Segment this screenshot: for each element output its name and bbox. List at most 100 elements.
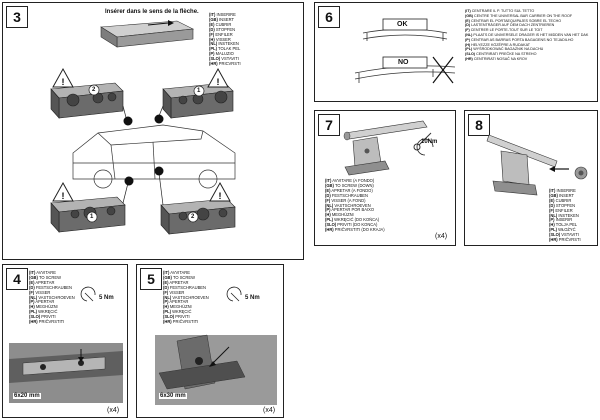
legend-line: (GB) INSERT [549, 192, 574, 198]
legend-line: (H) MEGHÚZNI [163, 304, 192, 310]
torque-label: 5 Nm [245, 295, 260, 301]
step-number: 4 [6, 268, 28, 290]
legend-line: (HR) PRICVRSTI [209, 61, 241, 67]
language-legend: (IT) INSERIRE (GB) INSERT (E) CUBRIR (D)… [209, 12, 241, 67]
quantity-label: (x4) [107, 407, 120, 414]
roof-foot [492, 150, 538, 196]
callout-number: 2 [92, 87, 96, 93]
svg-text:!: ! [219, 191, 222, 201]
svg-text:!: ! [217, 77, 220, 87]
torque-label: 5 Nm [99, 295, 114, 301]
legend-line: (PL) WKRĘCIĆ [163, 309, 192, 315]
torque-wrench-icon [80, 286, 96, 302]
legend-line: (GB) TO SCREW [163, 274, 195, 280]
step-number: 3 [6, 6, 28, 28]
legend-line: (HR) PRIČVRSTITI [29, 319, 65, 325]
legend-line: (F) VISSER [163, 289, 185, 295]
legend-line: (HR) PRIČVRSTI [549, 237, 581, 243]
legend-line: (HR) PRIČVRSTITI (DO KRAJA) [325, 227, 385, 233]
legend-line: (F) CENTRER LE PORTE-TOUT SUR LE TOIT [465, 28, 543, 33]
foot-front-right [162, 82, 234, 119]
legend-line: (PL) WYŚRODKOWAĆ BAGAŻNIK NA DACHU [465, 47, 544, 52]
legend-line: (E) CENTRAR EL PORTAEQUIPAJES SOBRE EL T… [465, 18, 562, 23]
legend-line: (P) APERTAR POR BAIXO [325, 207, 375, 213]
legend-line: (E) APRETAR [29, 279, 55, 285]
legend-line: (P) APERTAR [163, 299, 189, 305]
legend-line: (P) CENTRAR AS BARRAS PORTA BAGAGENS NO … [465, 37, 574, 42]
legend-line: (HR) CENTRIRATI NOSAČ NA KROV [465, 56, 528, 61]
insert-caption: Insérer dans le sens de la flèche. [105, 9, 199, 15]
legend-line: (D) FESTSCHRAUBEN [325, 192, 368, 198]
legend-line: (GB) CENTRE THE UNIVERSAL BAR CARRIER ON… [465, 13, 573, 18]
foot-front-left [50, 82, 124, 119]
legend-line: (E) CUBRIR [209, 21, 232, 27]
legend-line: (P) MALUZIO [209, 51, 234, 57]
step-number: 6 [318, 6, 340, 28]
step-number: 7 [318, 114, 340, 136]
legend-line: (IT) AVVITARE [29, 270, 56, 275]
language-legend: (IT) INSERIRE (GB) INSERT (E) CUBRIR (D)… [549, 188, 581, 243]
legend-line: (H) TOLJA PEL [549, 222, 578, 228]
language-legend: (IT) AVVITARE (GB) TO SCREW (E) APRETAR … [163, 270, 209, 325]
step-4-panel: 4 (IT) AVVITARE (GB) TO SCREW (E) APRETA… [2, 264, 128, 418]
screw-size-label: 6x30 mm [159, 393, 187, 399]
quantity-label: (x4) [435, 233, 448, 240]
legend-line: (D) LASTENTRÄGER AUF DEM DACH ZENTRIEREN [465, 23, 555, 28]
callout-number: 1 [197, 88, 201, 94]
torque-wrench-icon [226, 286, 242, 302]
legend-line: (NL) VASTSCHROEVEN [163, 294, 209, 300]
warning-icon [52, 67, 231, 202]
legend-line: (SLO) VSTAVITI [549, 232, 579, 238]
legend-line: (SLO) VSTAVITI [209, 56, 239, 62]
legend-line: (GB) TO SCREW (DOWN) [325, 182, 374, 188]
step-5-panel: 5 (IT) AVVITARE (GB) TO SCREW (E) APRETA… [136, 264, 284, 418]
language-legend: (IT) CENTRARE IL P. TUTTO SUL TETTO (GB)… [465, 9, 588, 62]
step-8-panel: 8 (IT) INSERIRE (GB) INSERT (E) CUBRIR (… [464, 110, 598, 246]
mounting-feet-illustration: !! !! [50, 20, 236, 235]
callout-number: 1 [90, 214, 94, 220]
foot-tightening-illustration [343, 120, 434, 176]
legend-line: (IT) AVVITARE (A FONDO) [325, 178, 375, 183]
legend-line: (HR) PRIČVRSTITI [163, 319, 199, 325]
legend-line: (PL) WKRĘCIĆ (DO KOŃCA) [325, 217, 380, 223]
top-foot [100, 20, 195, 48]
legend-line: (IT) INSERIRE [209, 12, 236, 17]
legend-line: (PL) TOLAK PEL [209, 46, 241, 52]
legend-line: (IT) INSERIRE [549, 188, 576, 193]
svg-text:!: ! [62, 191, 65, 201]
callout-number: 2 [191, 214, 195, 220]
step-7-panel: 7 10Nm (IT) AVVITARE (A FONDO) (GB) TO S… [314, 110, 456, 246]
quantity-label: (x4) [263, 407, 276, 414]
legend-line: (P) INSERIR [549, 217, 573, 223]
roof-bar [343, 120, 428, 141]
arrow-icon [549, 166, 569, 172]
screw-fixing-illustration [9, 286, 123, 403]
legend-line: (D) STOPFEN [549, 202, 576, 208]
cross-mark-icon [432, 56, 454, 84]
legend-line: (IT) AVVITARE [163, 270, 190, 275]
svg-text:!: ! [62, 77, 65, 87]
legend-line: (IT) CENTRARE IL P. TUTTO SUL TETTO [465, 9, 535, 13]
legend-line: (H) VISSER [209, 36, 231, 42]
legend-line: (SLO) PRIVITI [29, 314, 56, 320]
language-legend: (IT) AVVITARE (GB) TO SCREW (E) APRETAR … [29, 270, 75, 325]
legend-line: (E) CUBRIR [549, 197, 572, 203]
legend-line: (D) STOPFEN [209, 26, 236, 32]
attachment-points [123, 114, 164, 186]
end-cap-insert-illustration [486, 134, 588, 196]
legend-line: (D) FESTSCHRAUBEN [163, 284, 206, 290]
legend-line: (F) ENFILER [549, 207, 573, 213]
legend-line: (NL) VASTSCHROEVEN [325, 202, 371, 208]
step-3-panel: 3 Insérer dans le sens de la flèche. [2, 2, 304, 260]
legend-line: (GB) INSERT [209, 16, 234, 22]
foot-rear-right [160, 198, 236, 235]
legend-line: (P) APERTAR [29, 299, 55, 305]
legend-line: (F) VISSER (A FOND) [325, 197, 366, 203]
legend-line: (SLO) PRIVITI (DO KONCA) [325, 222, 378, 228]
legend-line: (D) FESTSCHRAUBEN [29, 284, 72, 290]
legend-line: (PL) WKRĘCIĆ [29, 309, 58, 315]
legend-line: (E) APRETAR (A FONDO) [325, 187, 373, 193]
legend-line: (H) MEGHÚZNI [29, 304, 58, 310]
roof-centering-illustration [354, 18, 456, 84]
legend-line: (PL) WŁOŻYĆ [549, 227, 576, 233]
